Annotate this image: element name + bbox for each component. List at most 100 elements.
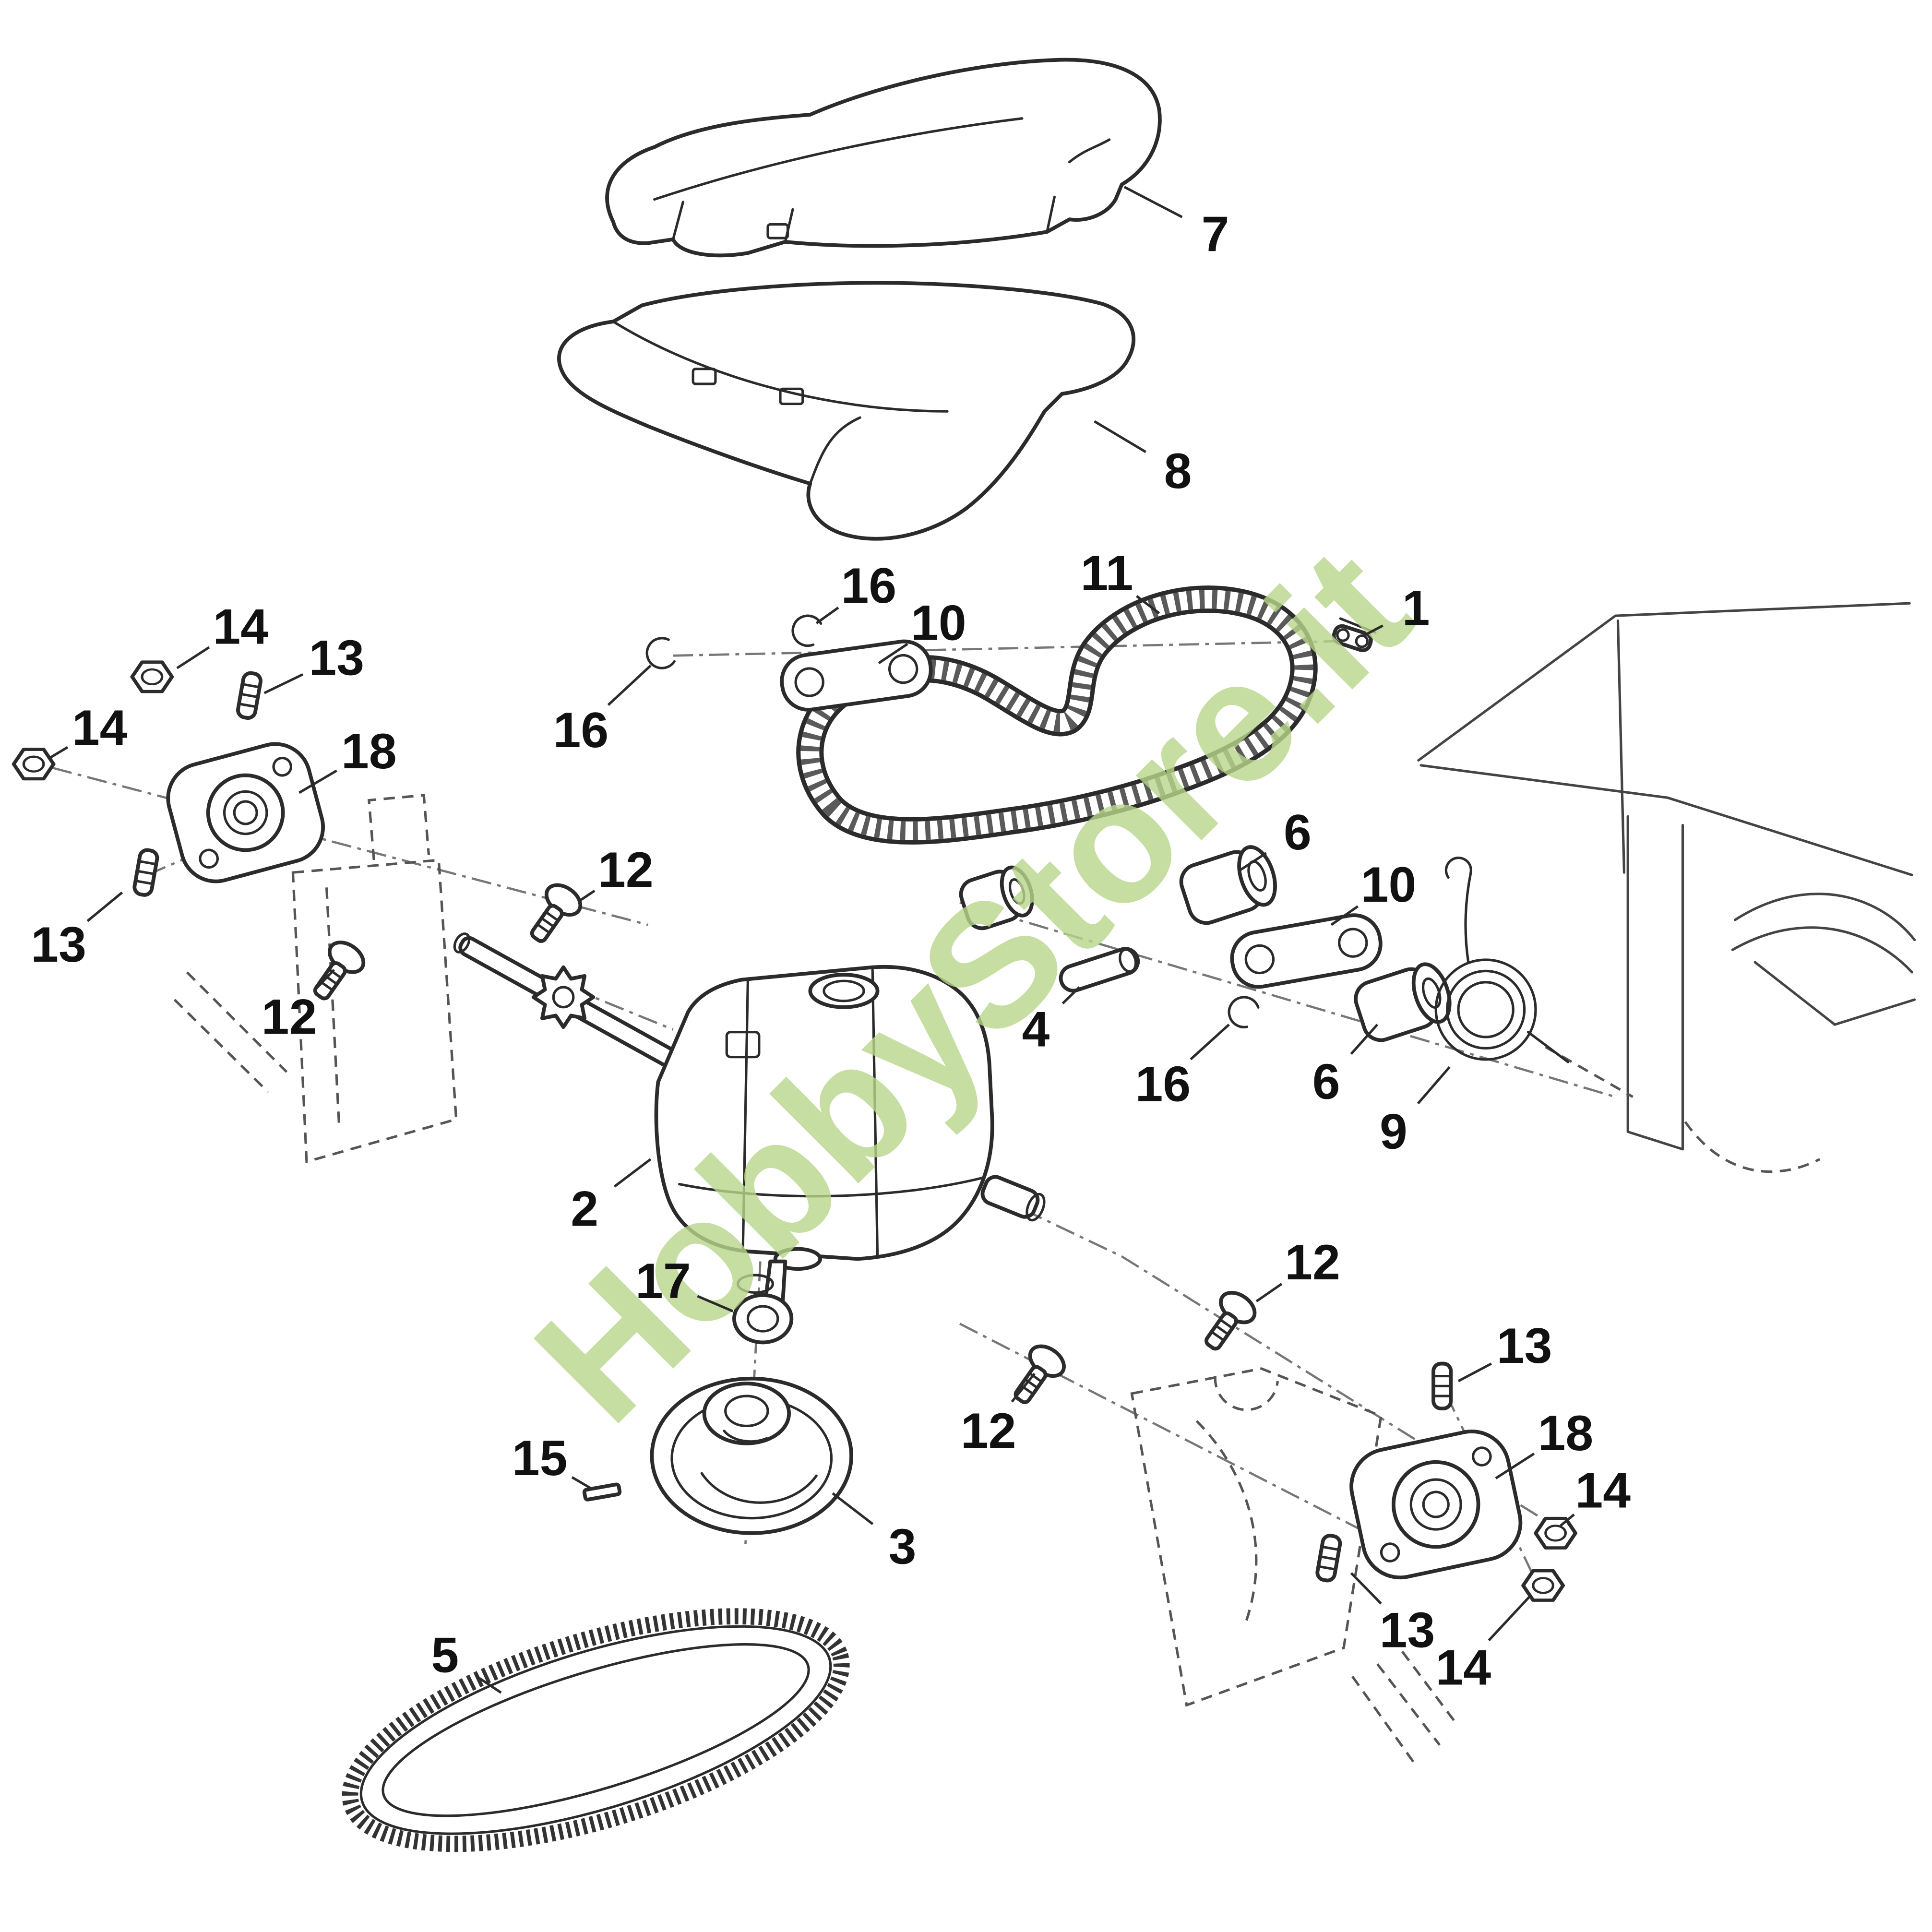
callout-leader-line	[1240, 852, 1267, 871]
part-chain-master-link	[1332, 617, 1377, 653]
callout-10: 10	[1330, 857, 1416, 926]
part-torsion-spring	[1434, 857, 1570, 1063]
callout-number: 5	[431, 1627, 459, 1683]
callout-leader-line	[1061, 986, 1081, 1005]
callout-number: 13	[1497, 1318, 1552, 1374]
callout-number: 9	[1380, 1104, 1407, 1159]
callout-leader-line	[1488, 1594, 1532, 1642]
part-link-plate-lower	[1230, 913, 1383, 989]
part-pin	[1059, 947, 1140, 993]
callout-number: 6	[1284, 805, 1312, 860]
callout-number: 14	[1575, 1463, 1631, 1519]
part-pulley	[650, 1376, 853, 1535]
callout-13: 13	[1457, 1318, 1552, 1383]
part-bushing	[959, 865, 1034, 930]
callout-number: 2	[571, 1181, 598, 1237]
callout-number: 14	[213, 599, 269, 655]
callout-12: 12	[1255, 1235, 1340, 1302]
part-bearing	[732, 1274, 794, 1345]
callout-11: 11	[1081, 546, 1160, 614]
callout-12: 12	[262, 969, 335, 1045]
callout-number: 4	[1022, 1002, 1050, 1057]
callout-number: 7	[1202, 206, 1229, 262]
callout-number: 8	[1164, 443, 1192, 499]
callout-leader-line	[1190, 1024, 1230, 1061]
callout-leader-line	[86, 891, 123, 922]
callout-7: 7	[1123, 186, 1229, 262]
part-stud-2	[132, 848, 159, 897]
callout-2: 2	[571, 1158, 652, 1237]
callout-leader-line	[1457, 1362, 1492, 1383]
callout-number: 3	[889, 1519, 917, 1574]
part-circlip-top	[791, 614, 823, 647]
part-nut-2	[12, 748, 56, 781]
callout-leader-line	[1094, 420, 1146, 453]
bracket-left-reference	[173, 794, 458, 1164]
part-bolt-1	[530, 883, 583, 943]
callout-number: 13	[309, 630, 365, 686]
part-link-plate-top	[780, 639, 933, 712]
part-bearing-mount-right	[1349, 1430, 1523, 1580]
part-roller-right	[1354, 962, 1452, 1042]
part-bolt-4	[1014, 1344, 1066, 1404]
callout-13: 13	[263, 630, 365, 694]
callout-leader-line	[298, 769, 338, 794]
callout-16: 16	[815, 558, 897, 624]
callout-leader-line	[1135, 595, 1160, 614]
callout-17: 17	[635, 1253, 734, 1312]
callout-8: 8	[1094, 420, 1192, 499]
callout-number: 12	[598, 842, 654, 898]
callout-number: 10	[911, 596, 966, 651]
callout-number: 18	[341, 724, 397, 779]
callout-14: 14	[49, 700, 128, 759]
callout-14: 14	[1436, 1594, 1532, 1695]
callout-number: 13	[31, 917, 86, 973]
callout-number: 11	[1081, 546, 1133, 601]
part-transmission-gearbox	[453, 932, 1046, 1303]
callout-15: 15	[512, 1431, 592, 1490]
callout-leader-line	[580, 890, 596, 901]
callout-12: 12	[961, 1372, 1036, 1459]
callout-number: 1	[1402, 581, 1430, 636]
callout-leader-line	[832, 1492, 874, 1526]
callout-leader-line	[314, 969, 335, 991]
callout-leader-line	[1417, 1066, 1451, 1105]
callout-number: 16	[841, 558, 897, 614]
callout-number: 12	[1285, 1235, 1340, 1290]
callout-16: 16	[553, 665, 652, 758]
output-shaft	[980, 1175, 1046, 1222]
callout-leader-line	[49, 746, 69, 759]
callout-number: 6	[1312, 1054, 1340, 1110]
callout-14: 14	[1560, 1463, 1631, 1527]
callout-leader-line	[1011, 1372, 1036, 1403]
callout-12: 12	[580, 842, 654, 901]
callout-leader-line	[878, 643, 908, 664]
callout-leader-line	[1560, 1514, 1575, 1527]
callout-number: 14	[1436, 1640, 1491, 1695]
part-nut-1	[130, 660, 174, 693]
callout-13: 13	[31, 891, 123, 973]
callout-number: 18	[1538, 1406, 1594, 1461]
part-bolt-3	[1205, 1290, 1257, 1351]
callout-18: 18	[298, 724, 397, 794]
callout-leader-line	[571, 1476, 592, 1490]
callout-1: 1	[1363, 581, 1430, 637]
callout-number: 13	[1380, 1602, 1435, 1658]
part-stud-3	[1431, 1361, 1453, 1410]
part-stud-1	[236, 671, 262, 720]
callout-6: 6	[1240, 805, 1312, 871]
part-stud-4	[1315, 1534, 1342, 1583]
part-lower-cover	[557, 281, 1136, 541]
callout-4: 4	[1022, 986, 1081, 1057]
callout-18: 18	[1495, 1406, 1594, 1479]
callout-5: 5	[431, 1627, 502, 1694]
callout-6: 6	[1312, 1024, 1379, 1110]
chassis-frame-reference	[1417, 602, 1916, 1173]
part-drive-belt	[342, 1608, 850, 1852]
part-nut-3	[1534, 1516, 1578, 1550]
part-circlip-lower	[1228, 996, 1260, 1028]
callout-leader-line	[263, 673, 304, 694]
callout-leader-line	[697, 1295, 734, 1312]
